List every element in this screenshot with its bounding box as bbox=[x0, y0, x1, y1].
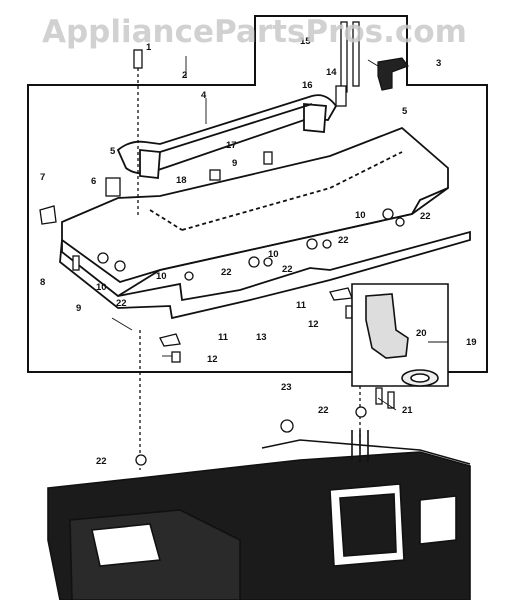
callout-17: 17 bbox=[226, 140, 237, 151]
callout-11-bottom: 11 bbox=[218, 332, 229, 343]
callouts: 1 2 3 4 5 5 6 7 8 9 9 10 10 10 10 11 11 … bbox=[40, 36, 477, 467]
latch-part bbox=[377, 57, 409, 91]
motor-bracket-assembly bbox=[351, 283, 449, 387]
callout-13: 13 bbox=[256, 332, 267, 343]
callout-22-mid: 22 bbox=[282, 264, 293, 275]
callout-22-lower-right: 22 bbox=[318, 405, 329, 416]
callout-12-bottom: 12 bbox=[207, 354, 218, 365]
assembly-boundary bbox=[27, 15, 488, 373]
callout-10-center: 10 bbox=[268, 249, 279, 260]
callout-5-right: 5 bbox=[402, 106, 408, 117]
machine-base bbox=[47, 430, 471, 600]
callout-22-left-mid: 22 bbox=[221, 267, 232, 278]
hardware bbox=[39, 151, 405, 466]
callout-21: 21 bbox=[402, 405, 413, 416]
callout-2: 2 bbox=[182, 70, 187, 81]
callout-10-right: 10 bbox=[355, 210, 366, 221]
callout-20: 20 bbox=[416, 328, 427, 339]
callout-19: 19 bbox=[466, 337, 477, 348]
leader-lines bbox=[111, 56, 448, 411]
callout-8: 8 bbox=[40, 277, 45, 288]
callout-3: 3 bbox=[436, 58, 441, 69]
callout-22-lower-left: 22 bbox=[96, 456, 107, 467]
callout-9-left: 9 bbox=[76, 303, 81, 314]
callout-23: 23 bbox=[281, 382, 292, 393]
callout-1: 1 bbox=[146, 42, 152, 53]
callout-22-center: 22 bbox=[338, 235, 349, 246]
callout-10-left: 10 bbox=[96, 282, 107, 293]
callout-9-top: 9 bbox=[232, 158, 237, 169]
callout-7: 7 bbox=[40, 172, 45, 183]
callout-22-left: 22 bbox=[116, 298, 127, 309]
callout-16: 16 bbox=[302, 80, 313, 91]
callout-22-upper-right: 22 bbox=[420, 211, 431, 222]
shafts bbox=[133, 21, 361, 470]
callout-12-right: 12 bbox=[308, 319, 319, 330]
callout-10-mid: 10 bbox=[156, 271, 167, 282]
callout-14: 14 bbox=[326, 67, 337, 78]
callout-4: 4 bbox=[201, 90, 207, 101]
callout-15: 15 bbox=[300, 36, 311, 47]
callout-11-right: 11 bbox=[296, 300, 307, 311]
top-cover bbox=[59, 126, 471, 320]
callout-6: 6 bbox=[91, 176, 96, 187]
callout-5-left: 5 bbox=[110, 146, 116, 157]
callout-18: 18 bbox=[176, 175, 187, 186]
handle-bracket bbox=[116, 94, 338, 179]
